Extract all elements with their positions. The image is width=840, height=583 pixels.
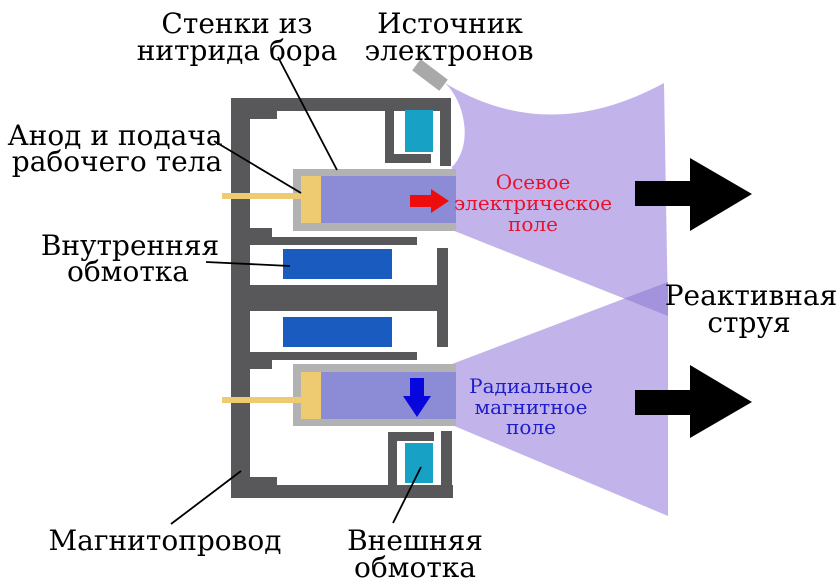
yoke-bottom-inner-vertical bbox=[388, 433, 397, 498]
outer-coil-bottom bbox=[405, 443, 433, 483]
pointer-magnetic-circuit bbox=[170, 470, 242, 525]
label-anode-line1: Анод и подача bbox=[7, 119, 222, 152]
label-electron-source-line2: электронов bbox=[364, 34, 533, 67]
label-electric-field-line3: поле bbox=[508, 212, 558, 236]
label-anode-line2: рабочего тела bbox=[12, 145, 222, 178]
electric-field-arrow-icon bbox=[410, 189, 449, 213]
label-outer-coil-line2: обмотка bbox=[354, 551, 476, 583]
label-inner-coil-line2: обмотка bbox=[67, 255, 189, 288]
pointer-walls bbox=[277, 56, 338, 171]
label-jet-line2: струя bbox=[707, 306, 790, 339]
anode-lower bbox=[301, 372, 321, 419]
anode-upper bbox=[301, 176, 321, 223]
label-outer-coil-line1: Внешняя bbox=[347, 524, 483, 557]
yoke-bottom-step bbox=[250, 477, 277, 485]
label-electric-field-line2: электрическое bbox=[454, 191, 612, 215]
pointer-outer-coil bbox=[392, 466, 422, 524]
yoke-top-step bbox=[250, 111, 277, 119]
plume-lower bbox=[452, 282, 668, 516]
label-electric-field-line1: Осевое bbox=[496, 170, 571, 194]
yoke-bottom-bar bbox=[231, 485, 453, 498]
outer-coil-top bbox=[405, 110, 433, 152]
label-magnetic-field-line2: магнитное bbox=[475, 395, 588, 419]
label-magnetic-field-line3: поле bbox=[506, 415, 556, 439]
yoke-mid-bottom-screen bbox=[249, 352, 417, 360]
propellant-feed-upper bbox=[222, 193, 302, 199]
label-walls-line1: Стенки из bbox=[161, 7, 312, 40]
inner-coil-top bbox=[283, 249, 392, 279]
plume-overlap bbox=[624, 282, 668, 316]
plume-upper bbox=[445, 83, 668, 316]
magnetic-circuit bbox=[231, 98, 453, 498]
label-magnetic-circuit: Магнитопровод bbox=[48, 524, 281, 557]
pointer-inner-coil bbox=[205, 261, 291, 267]
label-electron-source-line1: Источник bbox=[377, 7, 523, 40]
channel-interior-lower bbox=[321, 372, 456, 419]
label-inner-coil-line1: Внутренняя bbox=[41, 229, 219, 262]
inner-coil-bottom bbox=[283, 317, 392, 347]
label-walls-line2: нитрида бора bbox=[137, 34, 338, 67]
pointer-anode bbox=[213, 140, 302, 194]
propellant-feed-lower bbox=[222, 397, 302, 403]
yoke-central-core bbox=[231, 285, 448, 311]
jet-arrow-lower-icon bbox=[635, 365, 752, 438]
electron-source-icon bbox=[412, 59, 448, 91]
yoke-bottom-inner-horizontal bbox=[388, 432, 434, 441]
yoke-top-inner-horizontal bbox=[385, 154, 431, 163]
jet-arrow-upper-icon bbox=[635, 158, 752, 231]
label-magnetic-field-line1: Радиальное bbox=[469, 374, 593, 398]
yoke-mid-top-screen bbox=[249, 237, 417, 245]
magnetic-field-arrow-icon bbox=[403, 378, 431, 417]
yoke-top-bar bbox=[231, 98, 450, 111]
yoke-bottom-right-pole bbox=[441, 431, 452, 498]
yoke-top-right-pole bbox=[440, 98, 451, 166]
label-jet-line1: Реактивная bbox=[665, 279, 838, 312]
yoke-central-pole bbox=[437, 248, 448, 347]
yoke-top-inner-vertical bbox=[385, 111, 394, 163]
yoke-mid-bottom-step bbox=[249, 352, 272, 369]
